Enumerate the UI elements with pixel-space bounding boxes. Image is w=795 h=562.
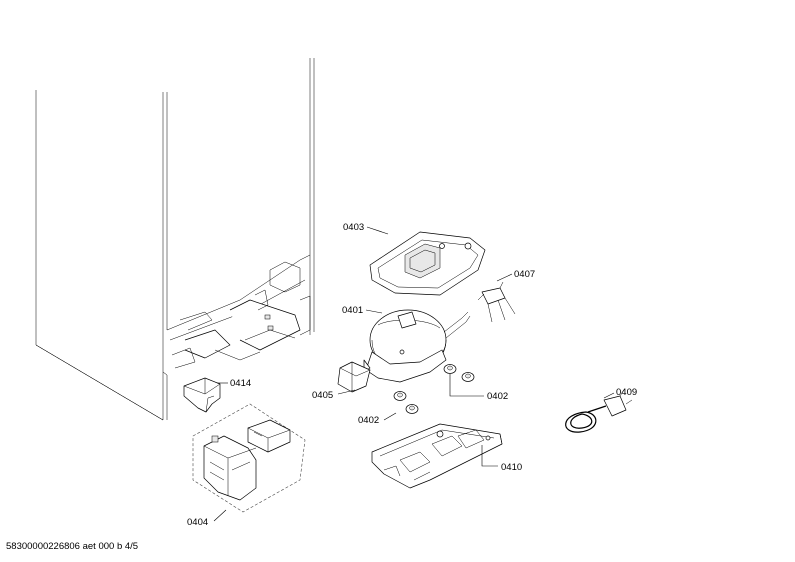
part-label-0402-right: 0402 (487, 391, 508, 402)
part-label-0409: 0409 (616, 387, 637, 398)
grommet-part-left[interactable] (393, 391, 419, 414)
part-label-0414: 0414 (230, 378, 251, 389)
part-label-0407: 0407 (514, 269, 535, 280)
base-plate-part[interactable] (371, 423, 503, 489)
part-label-0405: 0405 (312, 390, 333, 401)
document-reference-footer: 58300000226806 aet 000 b 4/5 (6, 541, 139, 552)
compressor-cover-part[interactable] (369, 231, 486, 296)
grommet-part-right[interactable] (443, 364, 475, 382)
power-cable-part[interactable] (565, 389, 633, 433)
bracket-part[interactable] (337, 361, 371, 393)
part-label-0404: 0404 (187, 517, 208, 528)
relay-clip-part[interactable] (477, 281, 516, 323)
part-label-0403: 0403 (343, 222, 364, 233)
cabinet-illustration (35, 58, 315, 421)
part-label-0410: 0410 (501, 462, 522, 473)
part-label-0402-left: 0402 (358, 415, 379, 426)
small-cover-part[interactable] (183, 377, 221, 413)
part-label-0401: 0401 (342, 305, 363, 316)
relay-kit-part[interactable] (192, 403, 306, 513)
compressor-part[interactable] (363, 309, 471, 383)
